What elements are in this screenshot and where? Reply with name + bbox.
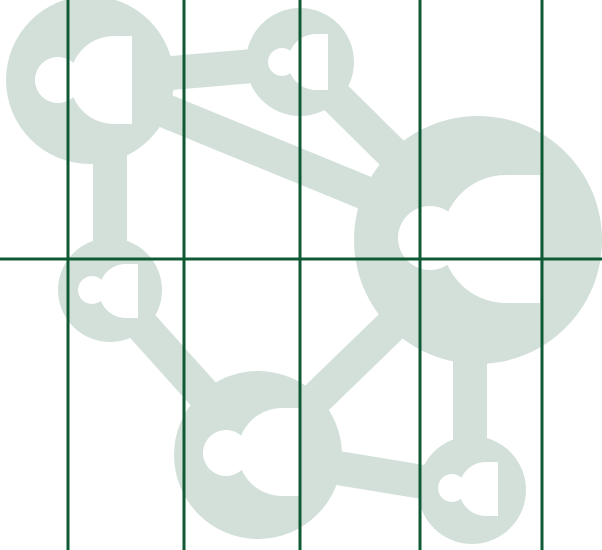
molecule-graphic [6, 0, 602, 544]
